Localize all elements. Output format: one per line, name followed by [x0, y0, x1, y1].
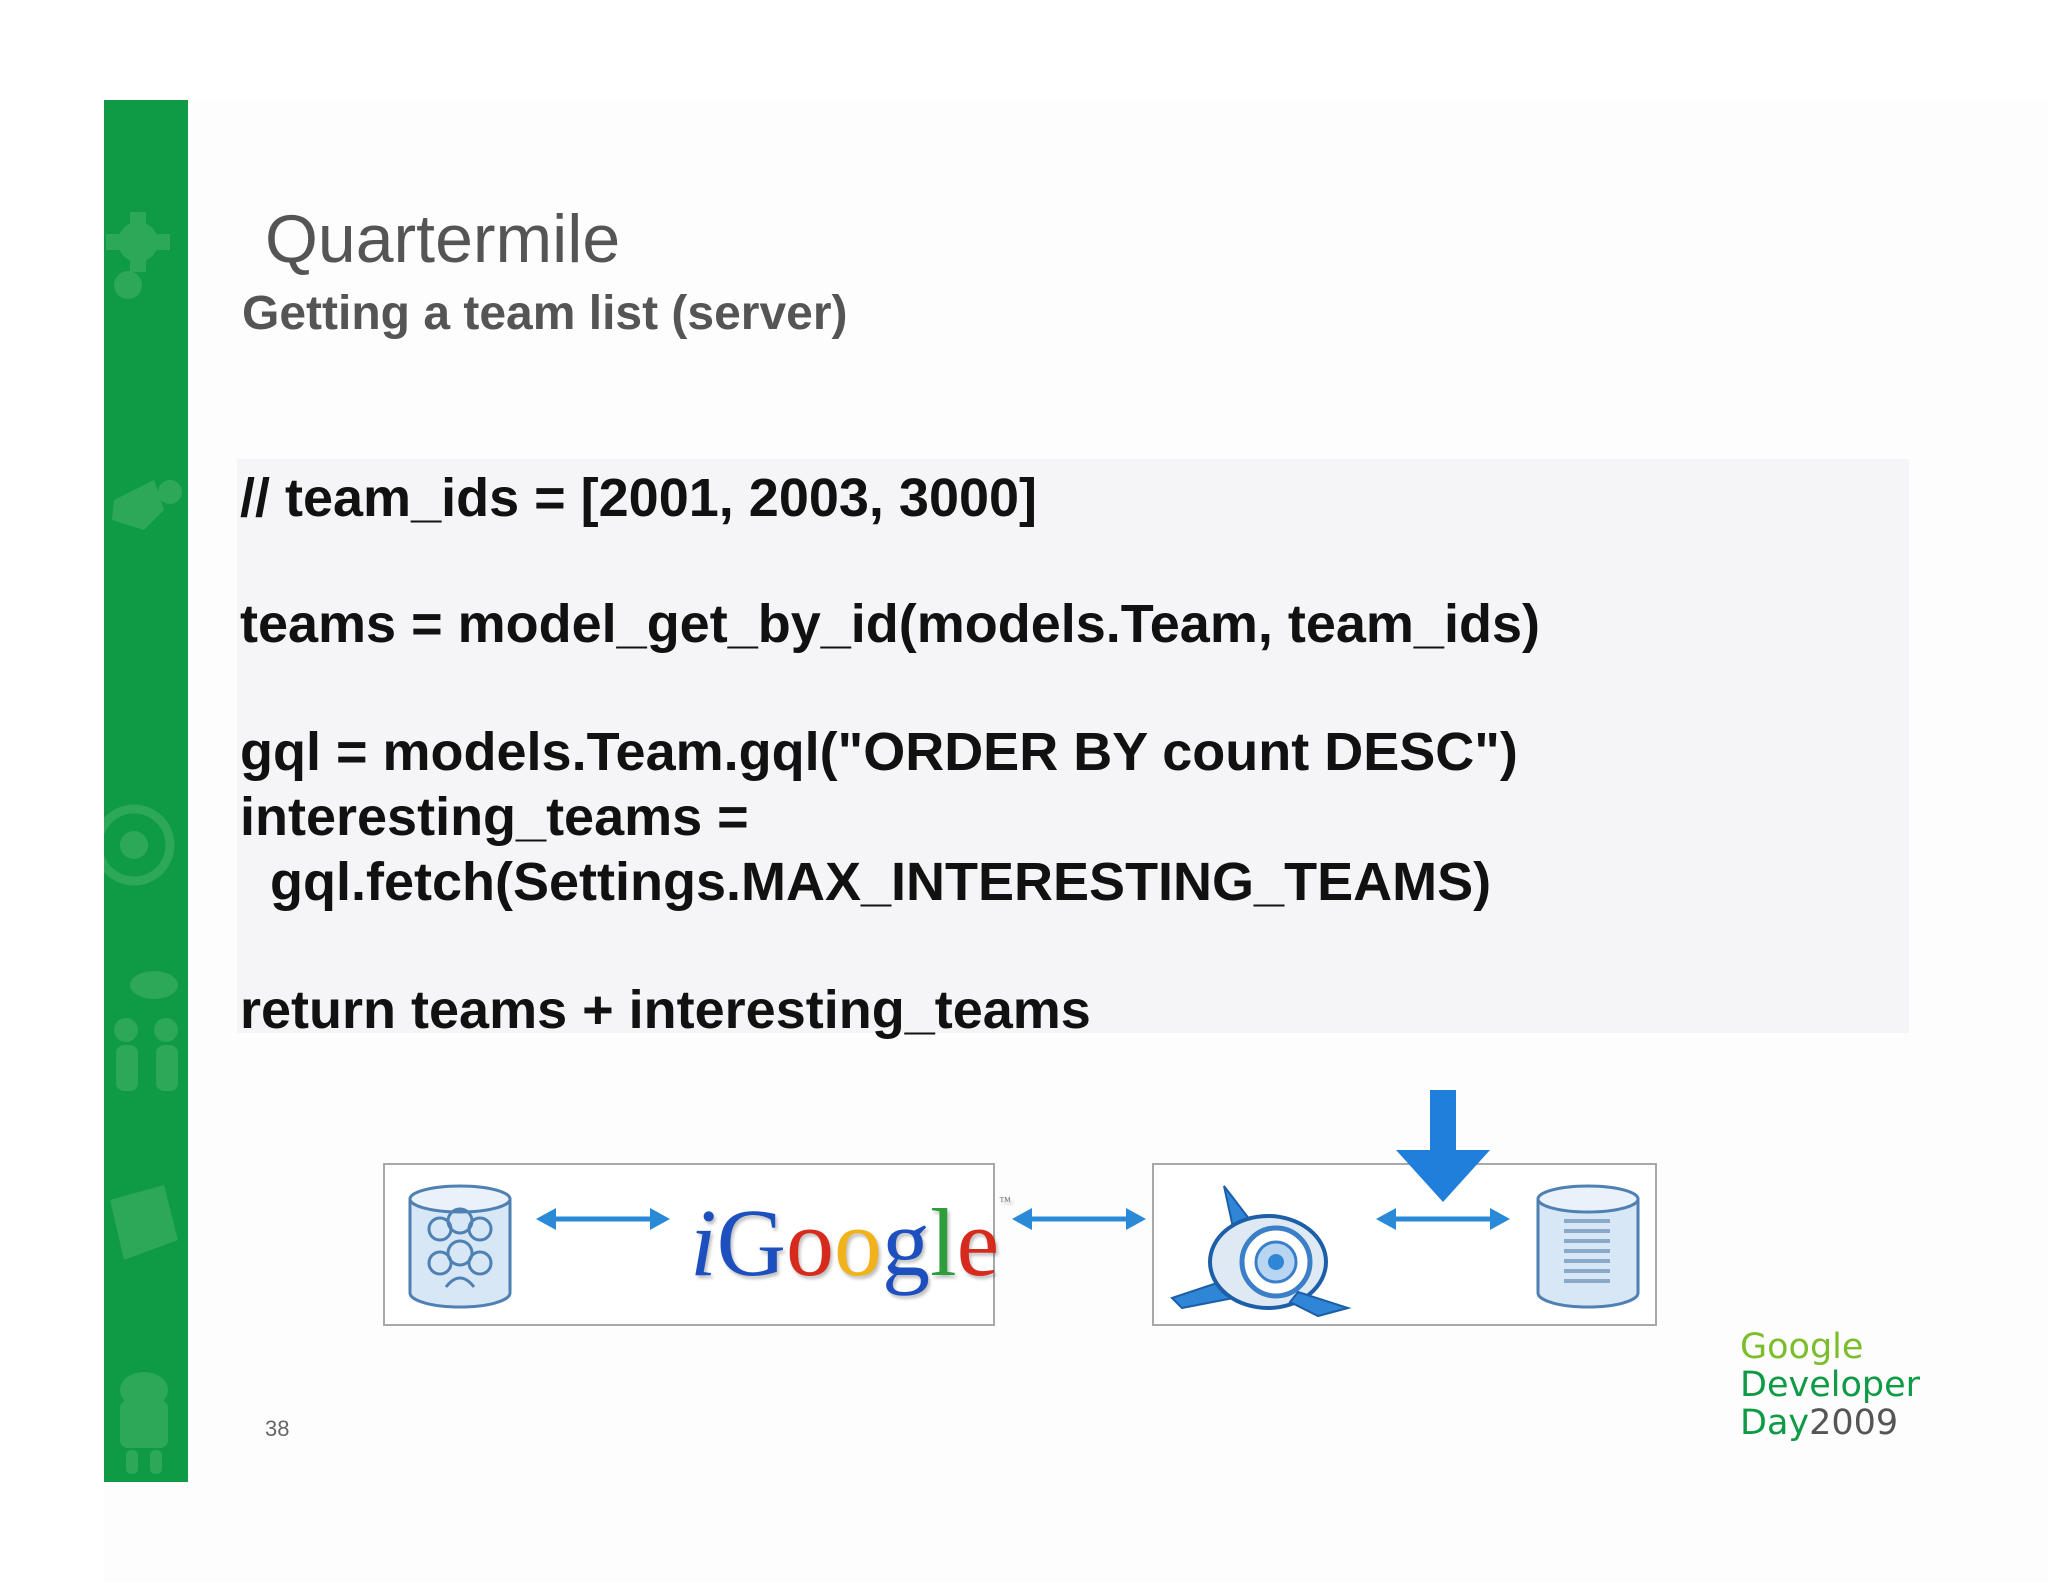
datastore-icon — [1534, 1183, 1642, 1316]
logo-line-developer: Developer — [1740, 1365, 1921, 1405]
logo-line-day: Day2009 — [1740, 1404, 1920, 1442]
code-line-1: // team_ids = [2001, 2003, 3000] — [240, 468, 1038, 528]
code-line-7: gql.fetch(Settings.MAX_INTERESTING_TEAMS… — [240, 852, 1492, 912]
code-line-6: interesting_teams = — [240, 787, 749, 847]
code-line-5: gql = models.Team.gql("ORDER BY count DE… — [240, 722, 1518, 782]
google-developer-day-logo: Google Developer Day2009 — [1740, 1328, 1920, 1442]
download-arrow-icon — [1396, 1090, 1490, 1207]
logo-day-text: Day — [1740, 1403, 1810, 1443]
slide-subtitle: Getting a team list (server) — [242, 287, 848, 340]
logo-line-google: Google — [1740, 1327, 1864, 1367]
double-arrow-icon-3 — [1376, 1205, 1510, 1238]
igoogle-logo: iGoogle™ — [690, 1189, 1012, 1296]
code-line-9: return teams + interesting_teams — [240, 980, 1091, 1040]
code-block — [237, 459, 1909, 1033]
double-arrow-icon-1 — [536, 1205, 670, 1238]
double-arrow-icon-2 — [1012, 1205, 1146, 1238]
slide-title: Quartermile — [265, 201, 621, 277]
code-line-3: teams = model_get_by_id(models.Team, tea… — [240, 594, 1540, 654]
logo-year-text: 2009 — [1809, 1403, 1899, 1443]
users-database-icon — [406, 1183, 514, 1316]
app-engine-icon — [1168, 1180, 1354, 1325]
green-side-bar — [104, 100, 188, 1482]
page-number: 38 — [265, 1416, 290, 1441]
